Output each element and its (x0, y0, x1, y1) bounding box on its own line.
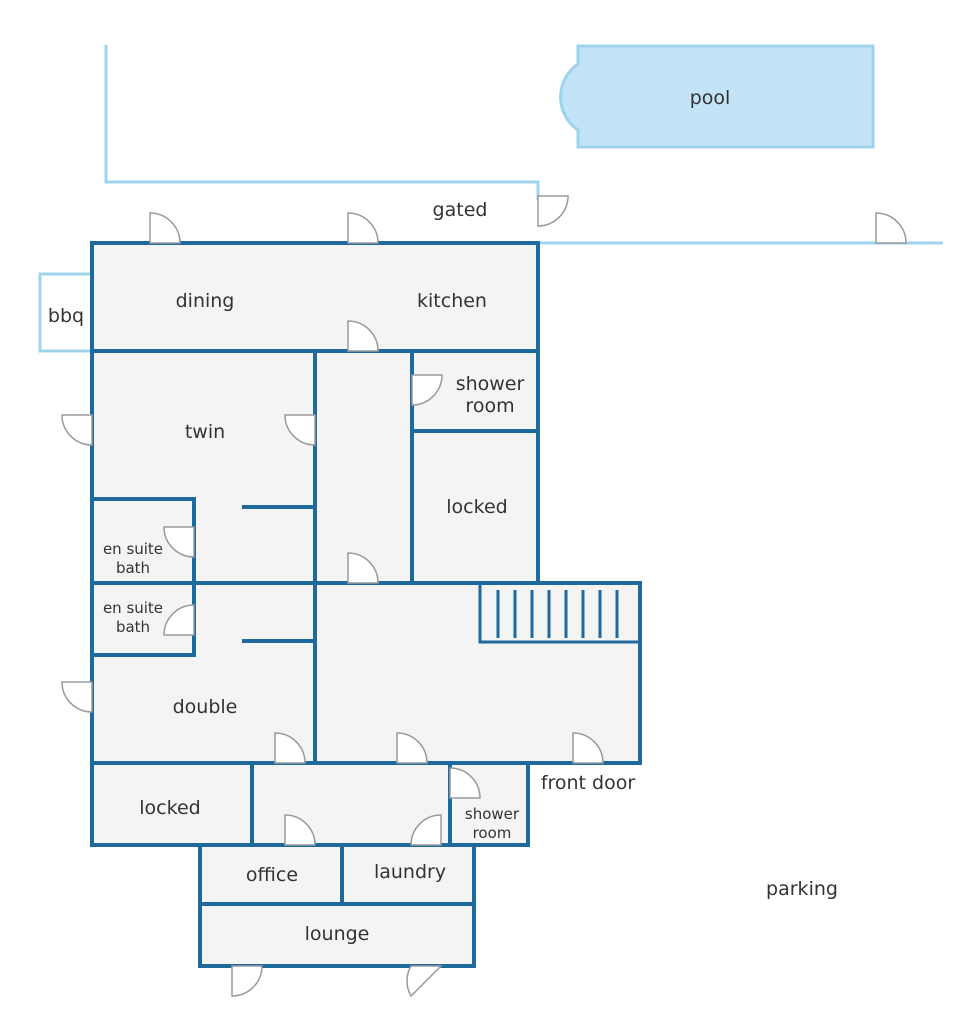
label-en-suite-2-a: en suite (103, 599, 163, 617)
label-shower-room-top-2: room (465, 395, 514, 417)
door-lounge-right[interactable] (406, 965, 443, 998)
label-shower-room-bottom-1: shower (465, 805, 520, 823)
label-bbq: bbq (48, 305, 84, 327)
door-lounge-left[interactable] (231, 965, 263, 997)
pool-shape (559, 44, 875, 149)
label-locked-right: locked (446, 496, 507, 518)
door-front[interactable] (572, 732, 604, 764)
door-double-outside[interactable] (61, 681, 93, 713)
door-living-hall[interactable] (396, 732, 428, 764)
label-laundry: laundry (374, 861, 446, 883)
door-shower-bottom[interactable] (449, 767, 481, 799)
door-hall-kitchen[interactable] (347, 320, 379, 352)
door-shower-top[interactable] (411, 374, 443, 406)
door-garden[interactable] (875, 212, 907, 244)
door-kitchen[interactable] (347, 212, 379, 244)
label-twin: twin (185, 421, 225, 443)
label-en-suite-1-a: en suite (103, 540, 163, 558)
label-lounge: lounge (305, 923, 370, 945)
door-ensuite-1[interactable] (163, 526, 195, 558)
door-gated[interactable] (537, 195, 569, 227)
door-hall-upper[interactable] (347, 552, 379, 584)
door-laundry[interactable] (410, 814, 442, 846)
label-pool: pool (690, 87, 731, 109)
label-front-door: front door (541, 772, 636, 794)
door-office[interactable] (284, 814, 316, 846)
label-double: double (173, 696, 238, 718)
label-shower-room-top-1: shower (456, 373, 525, 395)
door-dining[interactable] (149, 212, 181, 244)
label-dining: dining (176, 290, 235, 312)
label-gated: gated (433, 199, 488, 221)
label-kitchen: kitchen (417, 290, 487, 312)
door-twin-hall[interactable] (284, 414, 316, 446)
door-ensuite-2[interactable] (163, 604, 195, 636)
label-locked-left: locked (139, 797, 200, 819)
label-shower-room-bottom-2: room (473, 824, 512, 842)
label-office: office (246, 864, 298, 886)
door-double-hall[interactable] (274, 732, 306, 764)
door-twin-outside[interactable] (61, 414, 93, 446)
label-en-suite-2-b: bath (116, 618, 150, 636)
room-labels: pool gated bbq dining kitchen shower roo… (48, 87, 838, 945)
label-parking: parking (766, 878, 838, 900)
doors (61, 195, 907, 998)
label-en-suite-1-b: bath (116, 559, 150, 577)
